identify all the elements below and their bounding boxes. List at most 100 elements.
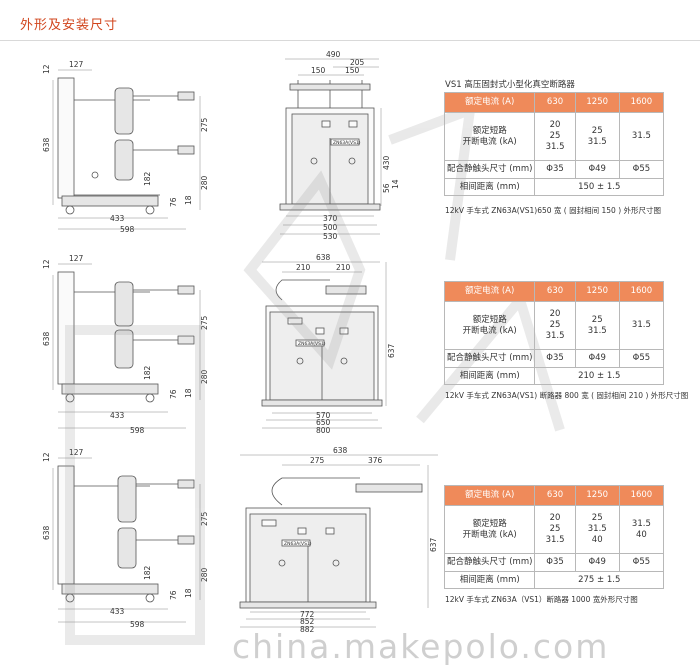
dim-56: 56: [382, 183, 391, 193]
spacing-value: 150 ± 1.5: [534, 178, 664, 196]
dim-280: 280: [200, 567, 209, 582]
dim-total-height: 638: [42, 525, 51, 540]
value: 40: [635, 529, 647, 540]
dim-top-width: 127: [69, 448, 84, 457]
value: 40: [591, 535, 603, 545]
value: 31.5: [631, 131, 651, 141]
dim-433: 433: [110, 607, 125, 616]
value: 31.5: [545, 535, 565, 545]
header-630: 630: [534, 281, 576, 302]
breaking-label: 额定短路 开断电流 (kA): [443, 301, 536, 350]
breaking-630: 20 25 31.5: [534, 301, 576, 350]
dim-182: 182: [143, 365, 152, 380]
dim-18: 18: [184, 195, 193, 205]
side-view-3: 127 638 12 275 280 182 76 18 433 598: [42, 448, 209, 629]
dim-182: 182: [143, 171, 152, 186]
header-630: 630: [534, 485, 576, 506]
contact-label: 配合静触头尺寸 (mm): [443, 160, 536, 179]
dim-430: 430: [382, 155, 391, 170]
breaking-1600: 31.5 40: [618, 505, 665, 554]
spec-caption-3: 12kV 手车式 ZN63A（VS1）断路器 1000 宽外形尺寸图: [445, 595, 638, 604]
dim-76: 76: [169, 590, 178, 600]
dim-598: 598: [120, 225, 135, 234]
dim-280: 280: [200, 369, 209, 384]
dim-182: 182: [143, 565, 152, 580]
dim-76: 76: [169, 197, 178, 207]
breaking-1250: 25 31.5: [574, 112, 620, 161]
dim-638: 638: [316, 253, 331, 262]
dim-570: 570: [316, 411, 331, 420]
dim-376: 376: [368, 456, 383, 465]
dim-18: 18: [184, 388, 193, 398]
header-1250: 1250: [574, 281, 620, 302]
model-plate-2: ZN63A(VS1): [298, 341, 326, 347]
dim-small-height: 12: [42, 64, 51, 74]
spec-title-1: VS1 高压固封式小型化真空断路器: [445, 80, 575, 90]
dim-210a: 210: [296, 263, 311, 272]
front-view-1: 490 205 150 150 ZN63A(VS1) 430 56 14 370…: [279, 50, 400, 241]
contact-1250: Φ49: [574, 553, 620, 572]
dim-76: 76: [169, 389, 178, 399]
dim-638: 638: [333, 446, 348, 455]
value: 25: [549, 320, 561, 330]
breaking-label-line1: 额定短路: [472, 314, 507, 325]
spacing-label: 相间距离 (mm): [443, 571, 536, 589]
dim-370: 370: [323, 214, 338, 223]
breaking-label-line1: 额定短路: [472, 125, 507, 136]
dim-772: 772: [300, 610, 315, 619]
breaking-label: 额定短路 开断电流 (kA): [443, 505, 536, 554]
header-1600: 1600: [618, 485, 665, 506]
dim-598: 598: [130, 426, 145, 435]
dim-800: 800: [316, 426, 331, 435]
breaking-630: 20 25 31.5: [534, 112, 576, 161]
dim-18: 18: [184, 588, 193, 598]
header-rated-current: 额定电流 (A): [443, 281, 536, 302]
contact-label: 配合静触头尺寸 (mm): [443, 349, 536, 368]
side-view-1: 127 638 12 275 280 182 76 18 433 598: [42, 60, 209, 234]
spec-table-3: 额定电流 (A) 630 1250 1600 额定短路 开断电流 (kA) 20…: [443, 485, 665, 589]
dim-433: 433: [110, 214, 125, 223]
value: 20: [549, 513, 561, 523]
value: 31.5: [631, 518, 651, 529]
spacing-value: 275 ± 1.5: [534, 571, 664, 589]
breaking-label-line2: 开断电流 (kA): [462, 529, 517, 540]
value: 31.5: [545, 142, 565, 152]
contact-630: Φ35: [534, 349, 576, 368]
breaking-1600: 31.5: [618, 112, 665, 161]
header-630: 630: [534, 92, 576, 113]
dim-882: 882: [300, 625, 315, 634]
breaking-label-line1: 额定短路: [472, 518, 507, 529]
value: 25: [591, 125, 603, 136]
header-rated-current: 额定电流 (A): [443, 92, 536, 113]
side-view-2: 127 638 12 275 280 182 76 18 433 598: [42, 254, 209, 435]
contact-1600: Φ55: [618, 553, 665, 572]
header-1600: 1600: [618, 281, 665, 302]
dim-150b: 150: [345, 66, 360, 75]
dim-500: 500: [323, 223, 338, 232]
header-1250: 1250: [574, 485, 620, 506]
dim-598: 598: [130, 620, 145, 629]
front-view-3: 638 275 376 ZN63A(VS1) 637 772 852 882: [239, 446, 438, 634]
breaking-label-line2: 开断电流 (kA): [462, 325, 517, 336]
dim-433: 433: [110, 411, 125, 420]
dim-14: 14: [391, 179, 400, 189]
breaking-label-line2: 开断电流 (kA): [462, 136, 517, 147]
breaking-1250: 25 31.5 40: [574, 505, 620, 554]
dim-490: 490: [326, 50, 341, 59]
contact-1250: Φ49: [574, 349, 620, 368]
spec-table-1: 额定电流 (A) 630 1250 1600 额定短路 开断电流 (kA) 20…: [443, 92, 665, 196]
dim-150a: 150: [311, 66, 326, 75]
contact-1250: Φ49: [574, 160, 620, 179]
contact-label: 配合静触头尺寸 (mm): [443, 553, 536, 572]
value: 20: [549, 309, 561, 319]
spec-table-2: 额定电流 (A) 630 1250 1600 额定短路 开断电流 (kA) 20…: [443, 281, 665, 385]
value: 31.5: [587, 524, 607, 534]
dim-top-width: 127: [69, 254, 84, 263]
dim-total-height: 638: [42, 137, 51, 152]
dim-205: 205: [350, 58, 365, 67]
model-plate-3: ZN63A(VS1): [284, 541, 312, 547]
value: 31.5: [545, 331, 565, 341]
dim-530: 530: [323, 232, 338, 241]
page-title: 外形及安装尺寸: [20, 18, 119, 33]
